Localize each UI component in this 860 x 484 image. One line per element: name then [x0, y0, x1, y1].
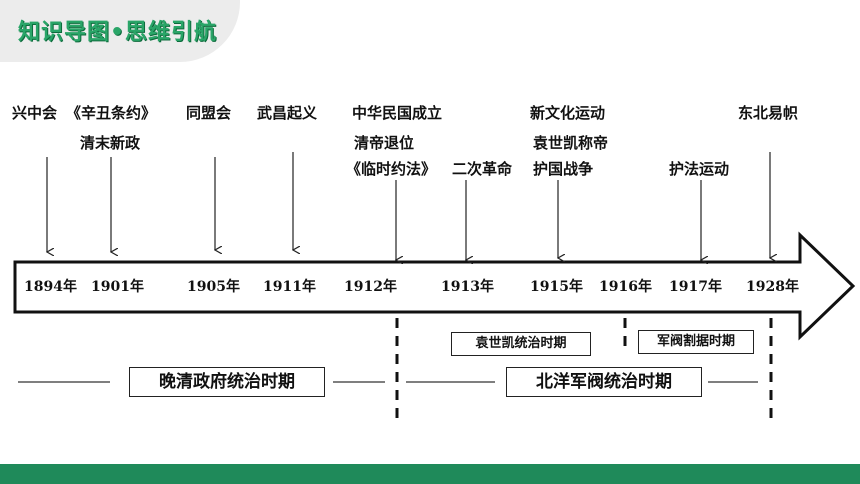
event-label-second-revolution: 二次革命 — [452, 160, 513, 178]
title-corner-background — [0, 0, 240, 62]
event-label-constitution-protection: 护法运动 — [669, 160, 730, 178]
event-label-roc-founded: 中华民国成立 — [352, 104, 443, 122]
year-label: 1916年 — [599, 279, 652, 295]
period-box-yuan-shikai: 袁世凯统治时期 — [451, 332, 591, 356]
period-box-late-qing: 晚清政府统治时期 — [129, 367, 325, 397]
year-label: 1911年 — [263, 279, 316, 295]
timeline-arrow — [13, 231, 856, 341]
event-label-yuan-emperor: 袁世凯称帝 — [533, 134, 609, 152]
event-label-national-protection: 护国战争 — [533, 160, 594, 178]
page-title: 知识导图•思维引航 — [18, 20, 218, 45]
event-label-provisional-constitution: 《临时约法》 — [346, 160, 437, 178]
year-label: 1928年 — [746, 279, 799, 295]
event-label-xingzhonghui: 兴中会 — [12, 104, 58, 122]
year-label: 1901年 — [91, 279, 144, 295]
event-label-abdication: 清帝退位 — [354, 134, 415, 152]
year-label: 1917年 — [669, 279, 722, 295]
event-label-tongmenghui: 同盟会 — [186, 104, 232, 122]
year-label: 1913年 — [441, 279, 494, 295]
footer-bar — [0, 464, 860, 484]
event-label-late-qing-reform: 清末新政 — [80, 134, 141, 152]
event-label-new-culture: 新文化运动 — [530, 104, 606, 122]
year-label: 1905年 — [187, 279, 240, 295]
year-label: 1912年 — [344, 279, 397, 295]
event-label-wuchang-uprising: 武昌起义 — [257, 104, 318, 122]
year-label: 1894年 — [24, 279, 77, 295]
event-label-northeast-flag: 东北易帜 — [738, 104, 799, 122]
period-box-beiyang: 北洋军阀统治时期 — [506, 367, 702, 397]
period-box-warlord: 军阀割据时期 — [638, 330, 754, 354]
year-label: 1915年 — [530, 279, 583, 295]
event-label-xinchou-treaty: 《辛丑条约》 — [66, 104, 157, 122]
